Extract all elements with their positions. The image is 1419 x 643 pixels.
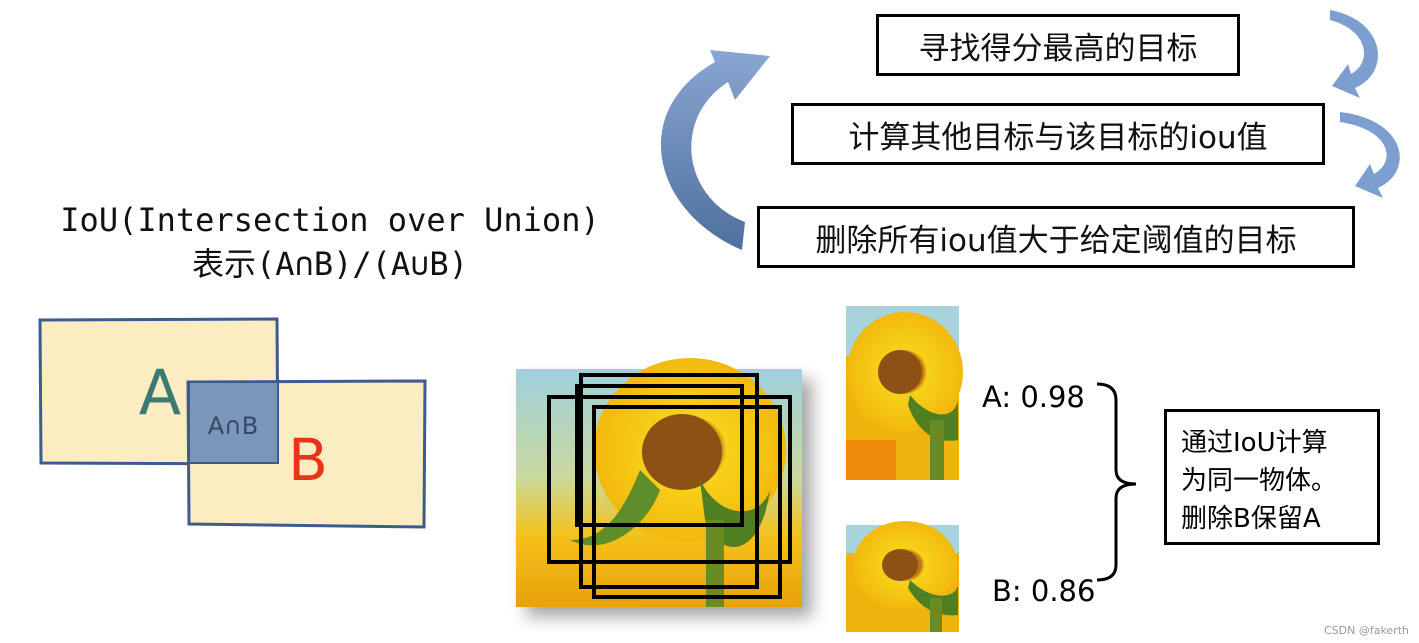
sunflower-crop-b — [846, 521, 959, 632]
conclusion-line-2: 为同一物体。 — [1181, 466, 1338, 496]
step-1-box: 寻找得分最高的目标 — [876, 14, 1240, 76]
detection-box-2 — [547, 395, 792, 564]
loop-arrow-icon — [660, 50, 770, 250]
grouping-brace — [1096, 382, 1137, 582]
iou-diagram: A B A∩B — [38, 317, 427, 529]
label-b: B — [288, 426, 328, 494]
detection-box-4 — [592, 405, 782, 599]
conclusion-line-3: 删除B保留A — [1181, 504, 1321, 534]
score-b: B: 0.86 — [992, 574, 1096, 608]
conclusion-note: 通过IoU计算 为同一物体。 删除B保留A — [1164, 409, 1380, 545]
detection-boxes — [547, 373, 792, 599]
iou-definition-line-2: 表示(A∩B)/(A∪B) — [192, 245, 468, 283]
watermark: CSDN @fakerth — [1323, 624, 1409, 637]
step-1-text: 寻找得分最高的目标 — [918, 30, 1198, 67]
step-3-box: 删除所有iou值大于给定阈值的目标 — [757, 206, 1355, 268]
iou-definition: IoU(Intersection over Union) 表示(A∩B)/(A∪… — [0, 198, 660, 286]
step-2-text: 计算其他目标与该目标的iou值 — [848, 119, 1268, 156]
label-intersection: A∩B — [208, 412, 258, 440]
label-a: A — [139, 356, 181, 429]
detection-box-1 — [579, 373, 759, 589]
intersection-region — [188, 381, 279, 464]
step-arrow-icon-1 — [1330, 10, 1379, 98]
step-3-text: 删除所有iou值大于给定阈值的目标 — [815, 222, 1297, 259]
score-a: A: 0.98 — [982, 380, 1085, 414]
step-arrow-icon-2 — [1340, 112, 1400, 198]
detection-box-3 — [575, 384, 744, 527]
iou-definition-line-1: IoU(Intersection over Union) — [60, 201, 600, 239]
sunflower-crop-a — [846, 306, 963, 480]
conclusion-line-1: 通过IoU计算 — [1181, 428, 1328, 458]
step-2-box: 计算其他目标与该目标的iou值 — [791, 103, 1325, 165]
